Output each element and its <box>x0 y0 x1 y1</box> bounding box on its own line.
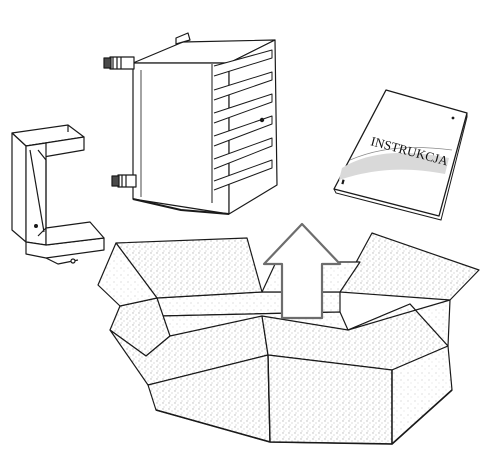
heater-unit-icon <box>103 32 278 215</box>
svg-text:▮: ▮ <box>340 179 345 186</box>
manual-booklet-icon: ▮ INSTRUKCJA <box>333 89 468 221</box>
up-arrow-icon <box>262 222 342 320</box>
open-box-icon <box>97 232 480 445</box>
wall-bracket-icon <box>11 124 105 265</box>
